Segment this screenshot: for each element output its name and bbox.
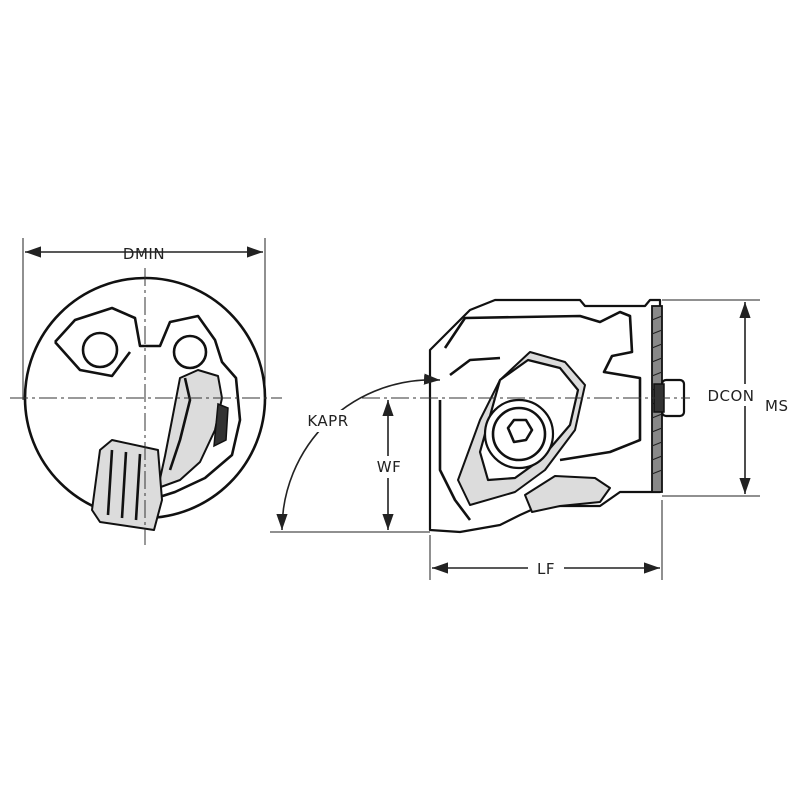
cartridge-edge — [168, 377, 192, 471]
dcon-label-bg — [697, 384, 765, 406]
body-notch — [54, 341, 132, 378]
ms-label: MS — [765, 397, 788, 415]
mounting-hole-right — [172, 334, 208, 370]
body-outline — [54, 306, 242, 504]
clamp-screw-side — [213, 402, 229, 448]
dcon-label: DCON — [707, 387, 754, 405]
screw-counterbore — [491, 406, 547, 462]
end-view: DMIN — [10, 238, 282, 545]
wf-label: WF — [377, 458, 401, 476]
clamp-screw-head — [483, 398, 555, 470]
kapr-label: KAPR — [307, 412, 348, 430]
dmin-label: DMIN — [123, 245, 165, 263]
head-front-face — [438, 356, 501, 521]
insert-facets — [106, 449, 142, 521]
side-view: DCON MS WF KAPR LF — [270, 298, 788, 580]
kapr-angle-arc — [276, 373, 441, 531]
head-inner-contour — [443, 310, 642, 462]
side-insert — [524, 475, 611, 513]
lf-label-bg — [528, 558, 564, 578]
mounting-hole-left — [81, 331, 119, 369]
lf-label: LF — [537, 560, 555, 578]
hex-socket-icon — [506, 418, 534, 444]
kapr-label-bg — [304, 410, 352, 432]
